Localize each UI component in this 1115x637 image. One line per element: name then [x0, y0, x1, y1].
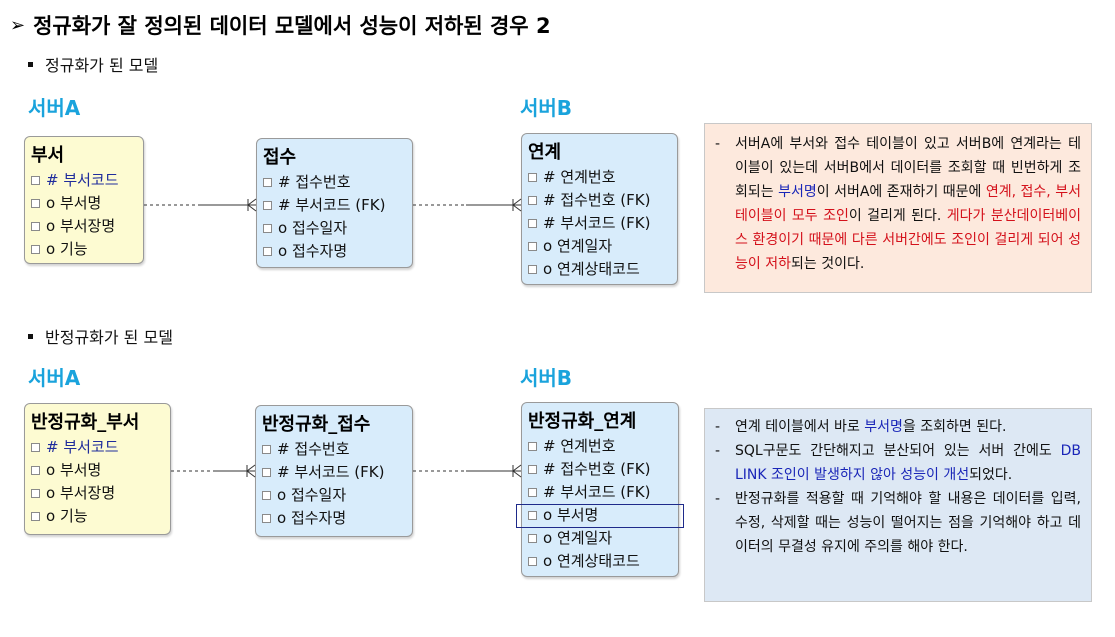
- entity-attr: # 접수번호: [262, 438, 406, 461]
- entity-attr: # 부서코드: [31, 169, 137, 192]
- checkbox-icon: [263, 247, 272, 256]
- checkbox-icon: [528, 534, 537, 543]
- entity-denorm-receipt[interactable]: 반정규화_접수 # 접수번호 # 부서코드 (FK) o 접수일자 o 접수자명: [255, 405, 413, 537]
- checkbox-icon: [31, 443, 40, 452]
- checkbox-icon: [31, 199, 40, 208]
- entity-attr: o 부서장명: [31, 215, 137, 238]
- entity-attr: # 부서코드 (FK): [263, 194, 406, 217]
- entity-attr: o 연계일자: [528, 235, 671, 258]
- entity-attr: # 부서코드 (FK): [262, 461, 406, 484]
- highlight-box: [516, 504, 684, 528]
- entity-denorm-dept[interactable]: 반정규화_부서 # 부서코드 o 부서명 o 부서장명 o 기능: [24, 403, 171, 535]
- checkbox-icon: [528, 265, 537, 274]
- entity-attr: # 부서코드: [31, 436, 164, 459]
- checkbox-icon: [262, 468, 271, 477]
- server-a-label: 서버A: [28, 96, 81, 120]
- entity-attr: # 접수번호 (FK): [528, 458, 672, 481]
- entity-attr: o 접수일자: [262, 484, 406, 507]
- entity-attr: # 연계번호: [528, 435, 672, 458]
- dash-bullet: -: [715, 136, 721, 152]
- entity-attr: # 접수번호 (FK): [528, 189, 671, 212]
- entity-name: 부서: [31, 145, 65, 166]
- checkbox-icon: [528, 219, 537, 228]
- entity-name: 반정규화_부서: [31, 412, 140, 433]
- entity-name: 반정규화_연계: [528, 411, 637, 432]
- entity-attr: o 기능: [31, 238, 137, 261]
- section-heading-text: 반정규화가 된 모델: [45, 328, 173, 347]
- entity-denorm-link[interactable]: 반정규화_연계 # 연계번호 # 접수번호 (FK) # 부서코드 (FK) o…: [521, 402, 679, 577]
- checkbox-icon: [262, 445, 271, 454]
- section-heading-normalized: 정규화가 된 모델: [28, 52, 158, 76]
- entity-attr: o 접수자명: [262, 507, 406, 530]
- explanation-note-normalized: - 서버A에 부서와 접수 테이블이 있고 서버B에 연계라는 테이블이 있는데…: [704, 123, 1092, 293]
- entity-attr: # 연계번호: [528, 166, 671, 189]
- entity-attr: o 연계상태코드: [528, 258, 671, 281]
- checkbox-icon: [528, 196, 537, 205]
- entity-attr: o 접수자명: [263, 240, 406, 263]
- arrow-bullet-icon: ➢: [10, 14, 26, 36]
- checkbox-icon: [31, 489, 40, 498]
- checkbox-icon: [528, 511, 537, 520]
- page-title: ➢ 정규화가 잘 정의된 데이터 모델에서 성능이 저하된 경우 2: [10, 10, 551, 40]
- checkbox-icon: [31, 512, 40, 521]
- entity-attr: o 연계일자: [528, 527, 672, 550]
- dash-bullet: -: [715, 443, 721, 459]
- checkbox-icon: [263, 178, 272, 187]
- checkbox-icon: [31, 245, 40, 254]
- entity-dept[interactable]: 부서 # 부서코드 o 부서명 o 부서장명 o 기능: [24, 136, 144, 264]
- checkbox-icon: [263, 224, 272, 233]
- entity-attr: # 접수번호: [263, 171, 406, 194]
- square-bullet-icon: [28, 61, 33, 67]
- square-bullet-icon: [28, 333, 33, 339]
- entity-attr: o 기능: [31, 505, 164, 528]
- checkbox-icon: [31, 466, 40, 475]
- entity-attr: o 부서명: [31, 459, 164, 482]
- dash-bullet: -: [715, 491, 721, 507]
- entity-name: 연계: [528, 142, 562, 163]
- checkbox-icon: [528, 442, 537, 451]
- server-b-label: 서버B: [520, 96, 573, 120]
- relationship-dept-receipt: [144, 198, 257, 212]
- server-b-label: 서버B: [520, 366, 573, 390]
- section-heading-denormalized: 반정규화가 된 모델: [28, 324, 173, 348]
- checkbox-icon: [31, 222, 40, 231]
- relationship-receipt-link: [413, 198, 522, 212]
- entity-attr: # 부서코드 (FK): [528, 212, 671, 235]
- checkbox-icon: [528, 465, 537, 474]
- entity-attr: o 부서장명: [31, 482, 164, 505]
- checkbox-icon: [528, 557, 537, 566]
- page-title-text: 정규화가 잘 정의된 데이터 모델에서 성능이 저하된 경우 2: [33, 14, 551, 38]
- server-a-label: 서버A: [28, 366, 81, 390]
- entity-link[interactable]: 연계 # 연계번호 # 접수번호 (FK) # 부서코드 (FK) o 연계일자…: [521, 133, 678, 285]
- entity-attr: # 부서코드 (FK): [528, 481, 672, 504]
- section-heading-text: 정규화가 된 모델: [45, 56, 159, 75]
- checkbox-icon: [262, 491, 271, 500]
- entity-attr: o 접수일자: [263, 217, 406, 240]
- entity-name: 접수: [263, 147, 297, 168]
- entity-attr: o 연계상태코드: [528, 550, 672, 573]
- relationship-denorm-receipt-link: [413, 464, 522, 478]
- entity-name: 반정규화_접수: [262, 414, 371, 435]
- checkbox-icon: [528, 173, 537, 182]
- entity-attr: o 부서명: [31, 192, 137, 215]
- checkbox-icon: [263, 201, 272, 210]
- checkbox-icon: [31, 176, 40, 185]
- explanation-note-denormalized: - 연계 테이블에서 바로 부서명을 조회하면 된다. - SQL구문도 간단해…: [704, 408, 1092, 602]
- checkbox-icon: [528, 242, 537, 251]
- dash-bullet: -: [715, 419, 721, 435]
- entity-receipt[interactable]: 접수 # 접수번호 # 부서코드 (FK) o 접수일자 o 접수자명: [256, 138, 413, 268]
- checkbox-icon: [528, 488, 537, 497]
- entity-attr-highlighted: o 부서명: [528, 504, 672, 527]
- relationship-denorm-dept-receipt: [171, 464, 256, 478]
- checkbox-icon: [262, 514, 271, 523]
